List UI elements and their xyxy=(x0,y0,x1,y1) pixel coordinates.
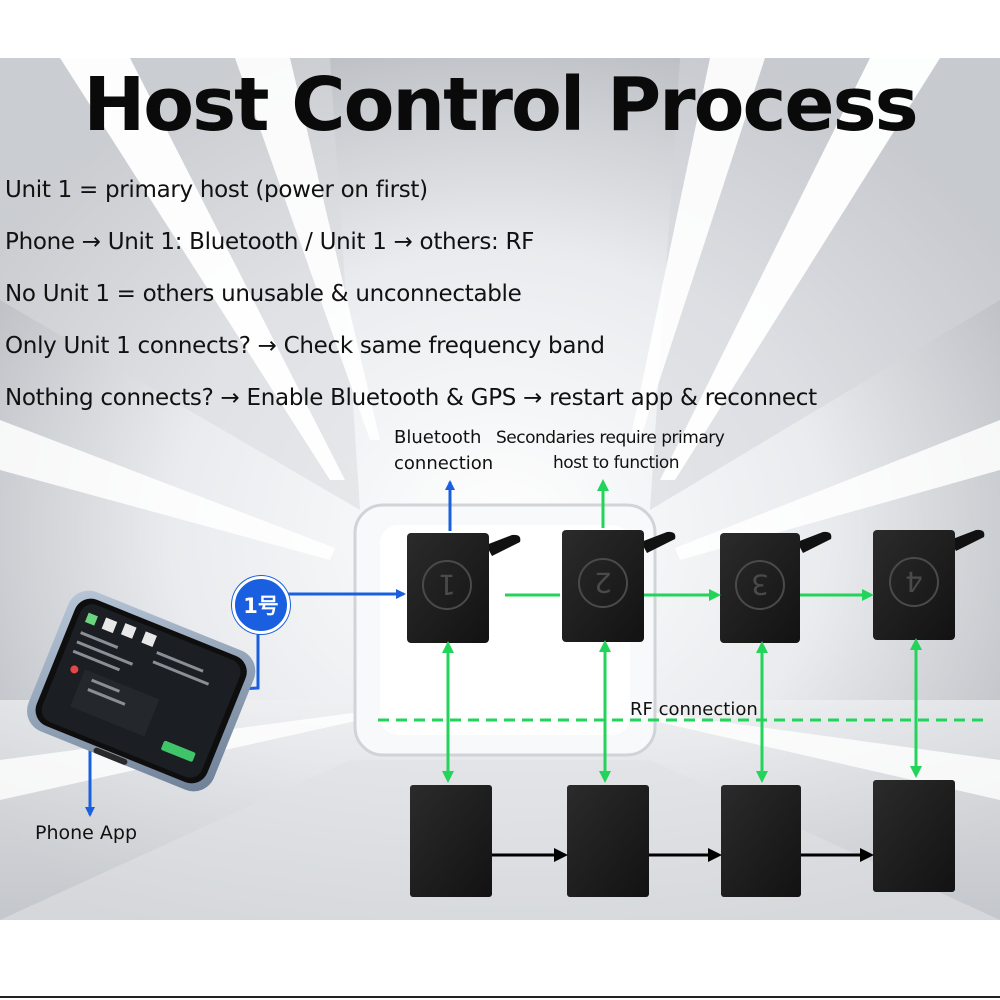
receiver-box-3 xyxy=(721,785,801,897)
page-title: Host Control Process xyxy=(83,62,918,148)
rf-connection-label: RF connection xyxy=(630,699,758,720)
rule-line-1: Unit 1 = primary host (power on first) xyxy=(5,177,428,203)
host-unit-3: 3 xyxy=(720,531,832,643)
host-1-number: 1 xyxy=(438,568,456,601)
rule-line-5: Nothing connects? → Enable Bluetooth & G… xyxy=(5,385,817,411)
rule-line-2: Phone → Unit 1: Bluetooth / Unit 1 → oth… xyxy=(5,229,535,255)
unit-1-badge: 1号 xyxy=(232,576,290,634)
secondaries-label-line2: host to function xyxy=(553,453,680,473)
phone-app-label: Phone App xyxy=(35,822,138,844)
host-unit-1: 1 xyxy=(407,533,521,643)
smartphone xyxy=(26,590,256,792)
host-unit-2: 2 xyxy=(562,530,676,642)
secondaries-label-line1: Secondaries require primary xyxy=(496,428,725,448)
host-4-number: 4 xyxy=(905,565,923,598)
bottom-divider xyxy=(0,996,1000,998)
phone-screen-content xyxy=(70,612,210,762)
bluetooth-label-line2: connection xyxy=(394,453,494,474)
rule-line-4: Only Unit 1 connects? → Check same frequ… xyxy=(5,333,605,359)
host-unit-4: 4 xyxy=(873,529,985,640)
receiver-box-1 xyxy=(410,785,492,897)
host-3-number: 3 xyxy=(751,568,769,601)
rule-line-3: No Unit 1 = others unusable & unconnecta… xyxy=(5,281,522,307)
receiver-box-2 xyxy=(567,785,649,897)
bottom-band xyxy=(0,920,1000,1000)
bluetooth-label-line1: Bluetooth xyxy=(394,427,482,448)
host-2-number: 2 xyxy=(594,566,612,599)
receiver-box-4 xyxy=(873,780,955,892)
